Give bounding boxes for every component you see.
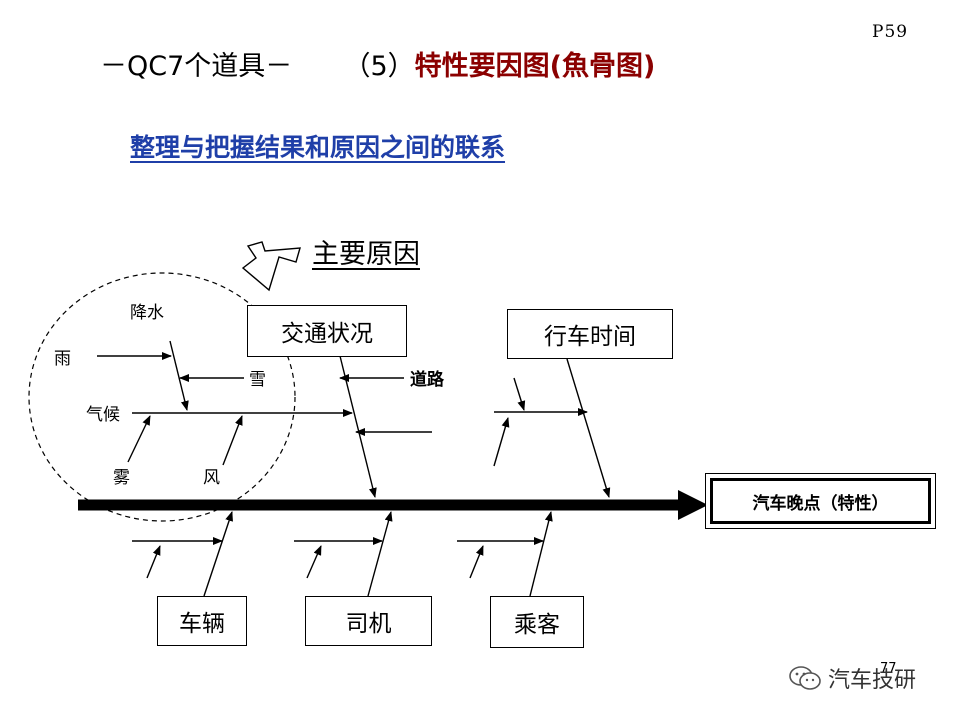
- label-precipitation: 降水: [130, 303, 164, 323]
- arrow-passenger-2: [469, 545, 484, 579]
- arrow-fog: [127, 415, 151, 463]
- title-topic: 特性要因图(魚骨图): [414, 51, 656, 82]
- subtitle: 整理与把握结果和原因之间的联系: [130, 133, 506, 162]
- spine-arrowhead: [678, 490, 708, 520]
- arrow-vehicle-2: [146, 545, 161, 579]
- label-wind: 风: [203, 468, 220, 488]
- bone-driver: [367, 511, 393, 597]
- page-title: －QC7个道具－ （5）特性要因图(魚骨图): [100, 44, 655, 83]
- title-section: （5）: [343, 51, 415, 82]
- bone-precipitation: [169, 340, 189, 411]
- category-time: 行车时间: [507, 309, 673, 359]
- main-cause-label: 主要原因: [312, 239, 420, 270]
- arrow-time-3: [493, 417, 510, 467]
- category-driver: 司机: [305, 596, 432, 646]
- bone-traffic: [339, 355, 377, 498]
- arrow-wind: [222, 415, 243, 466]
- label-snow: 雪: [249, 370, 266, 390]
- wechat-icon: [789, 666, 821, 690]
- page-number: P59: [872, 22, 909, 42]
- label-road: 道路: [410, 370, 444, 390]
- watermark-text: 汽车技研: [828, 668, 917, 693]
- bone-vehicle: [203, 511, 233, 597]
- arrow-time-1: [513, 377, 526, 411]
- arrow-driver-2: [306, 545, 322, 579]
- category-vehicle: 车辆: [157, 596, 247, 646]
- main-cause-pointer: [241, 241, 301, 292]
- effect-box: 汽车晚点（特性）: [705, 473, 936, 529]
- watermark: 汽车技研: [788, 662, 916, 694]
- label-fog: 雾: [113, 468, 130, 488]
- label-rain: 雨: [54, 349, 71, 369]
- category-passenger: 乘客: [490, 596, 584, 648]
- bone-passenger: [529, 511, 553, 597]
- title-prefix: －QC7个道具－: [100, 51, 293, 82]
- label-climate: 气候: [86, 405, 120, 425]
- corner-mark: 77: [880, 661, 897, 676]
- effect-label: 汽车晚点（特性）: [710, 478, 931, 524]
- main-cause-circle: [28, 272, 296, 522]
- category-traffic: 交通状况: [247, 305, 407, 357]
- bone-time: [566, 358, 611, 498]
